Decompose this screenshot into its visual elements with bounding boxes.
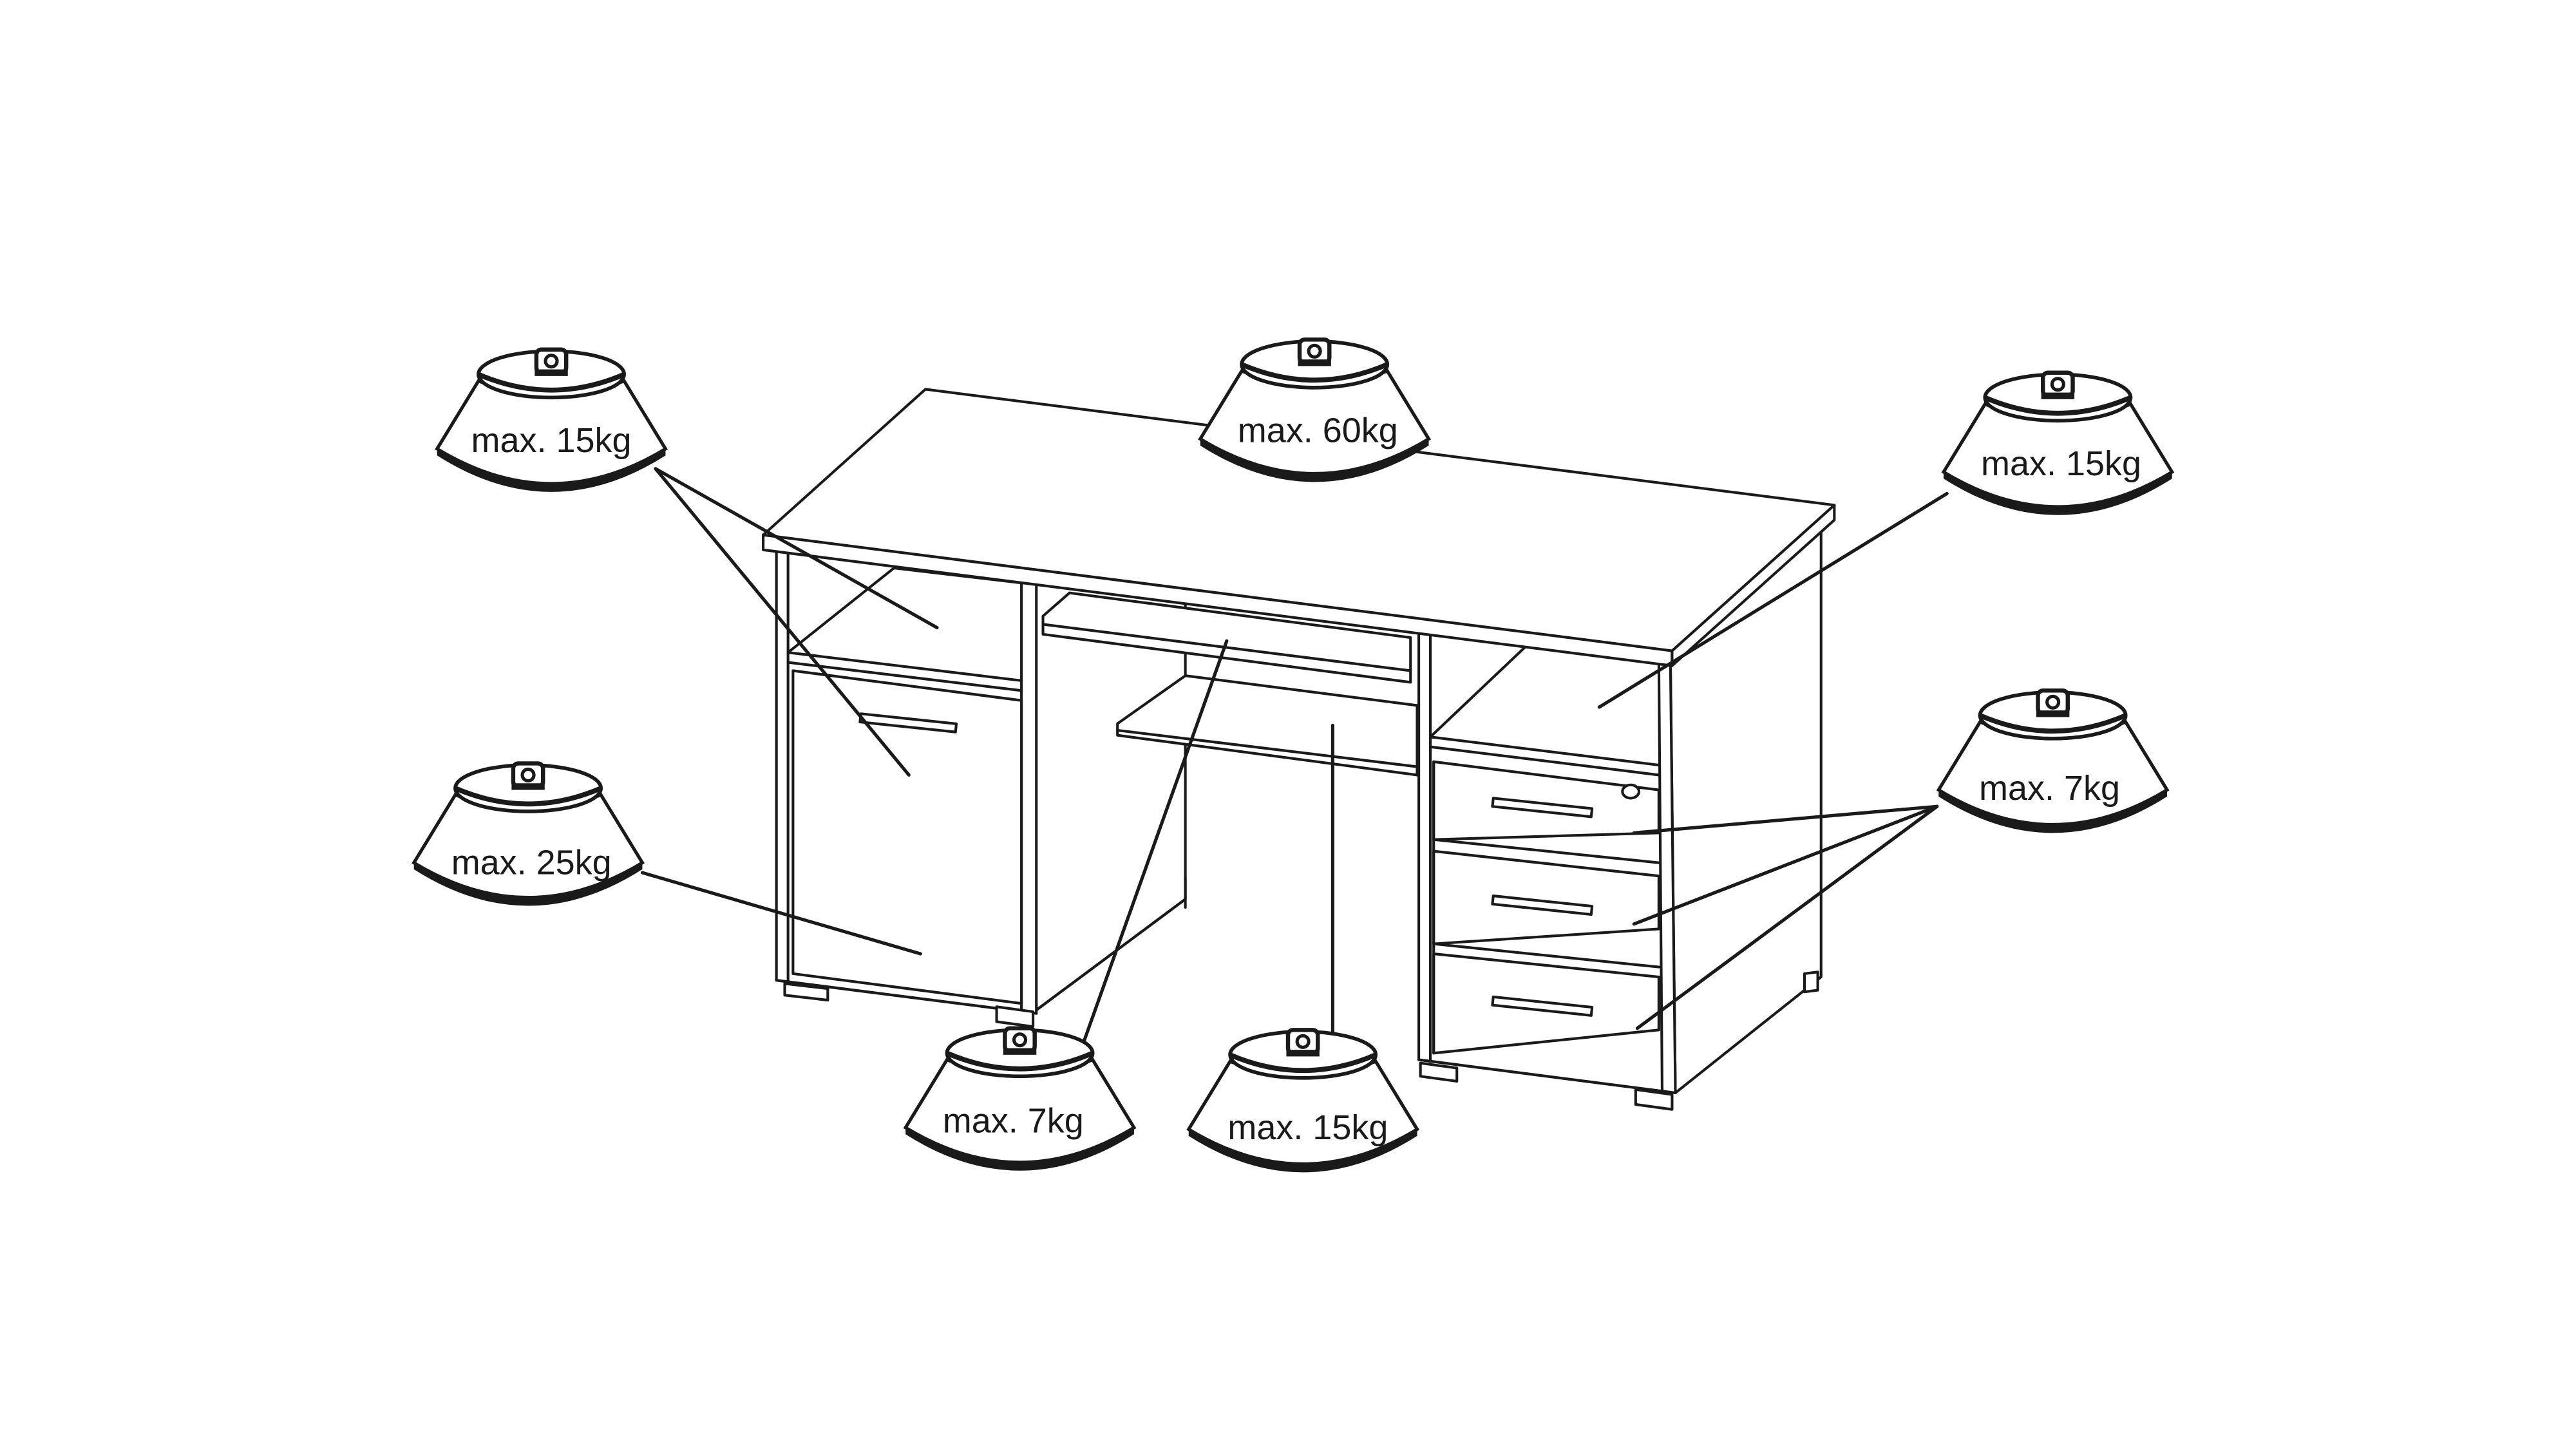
weight-top-left-shelf: max. 15kg xyxy=(437,350,666,492)
weight-label: max. 15kg xyxy=(471,421,632,460)
weight-label: max. 60kg xyxy=(1238,412,1398,450)
drawer-handle-2 xyxy=(1491,895,1594,916)
left-door xyxy=(791,669,1023,1005)
leader-lines xyxy=(640,467,1949,1047)
weight-lower-shelf: max. 15kg xyxy=(1189,1030,1417,1172)
weight-top-right-shelf: max. 15kg xyxy=(1944,373,2172,515)
desk-drawing xyxy=(762,388,1836,1111)
drawer-handle-3 xyxy=(1491,995,1594,1017)
weight-drawers: max. 7kg xyxy=(1938,690,2167,833)
weight-label: max. 7kg xyxy=(1979,769,2120,808)
weight-desktop: max. 60kg xyxy=(1200,339,1429,482)
drawer-handle-1 xyxy=(1491,797,1594,819)
weight-label: max. 7kg xyxy=(943,1102,1084,1141)
lower-shelf xyxy=(1116,674,1419,777)
weight-label: max. 15kg xyxy=(1227,1108,1388,1147)
weight-keyboard-tray: max. 7kg xyxy=(905,1028,1134,1171)
weight-cabinet: max. 25kg xyxy=(414,763,643,905)
weight-label: max. 15kg xyxy=(1981,444,2141,483)
weight-label: max. 25kg xyxy=(451,844,612,882)
lock xyxy=(1621,783,1641,800)
